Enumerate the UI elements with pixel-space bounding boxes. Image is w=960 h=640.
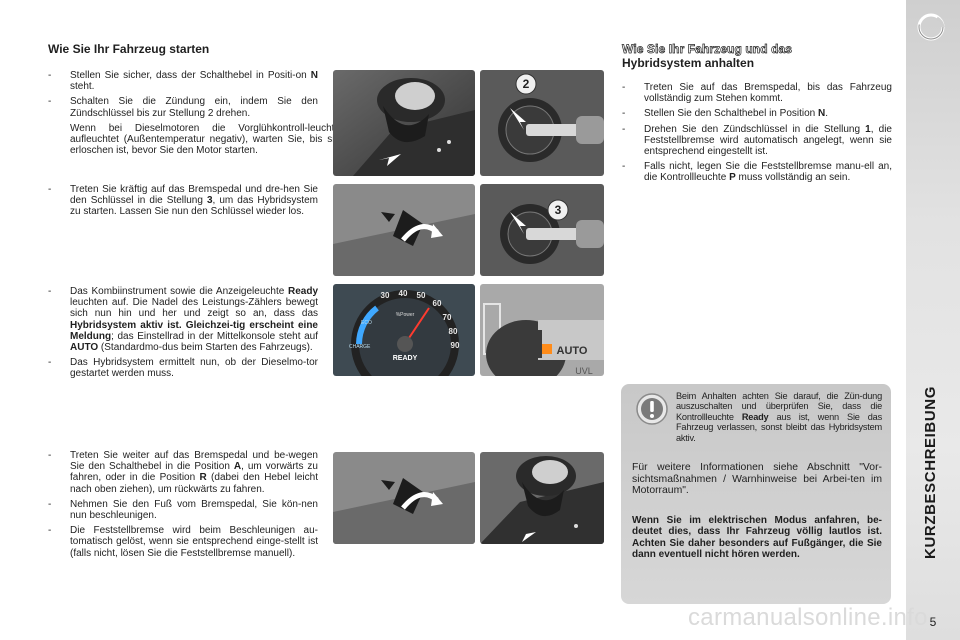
gauge-tick-80: 80 xyxy=(449,327,458,336)
diesel-note: Wenn bei Dieselmotoren die Vorglühkontro… xyxy=(70,123,340,157)
list-item: Treten Sie auf das Bremspedal, bis das F… xyxy=(622,82,892,104)
key-position-2-label: 2 xyxy=(523,77,530,91)
list-item: Treten Sie kräftig auf das Bremspedal un… xyxy=(48,184,318,218)
selector-sub-label: UVL xyxy=(575,366,593,376)
stop-steps: Treten Sie auf das Bremspedal, bis das F… xyxy=(622,82,892,188)
gauge-tick-60: 60 xyxy=(433,299,442,308)
start-steps-3: Das Kombiinstrument sowie die Anzeigeleu… xyxy=(48,286,318,384)
list-item: Stellen Sie den Schalthebel in Position … xyxy=(622,108,892,119)
section-title-stop-line2: Hybridsystem anhalten xyxy=(622,56,755,70)
mode-selector-photo: AUTO UVL xyxy=(480,284,604,376)
brake-pedal-photo-2 xyxy=(333,452,475,544)
gauge-tick-70: 70 xyxy=(443,313,452,322)
list-item: Die Feststellbremse wird beim Beschleuni… xyxy=(48,525,318,559)
gear-lever-photo-1 xyxy=(333,70,475,176)
list-item: Drehen Sie den Zündschlüssel in die Stel… xyxy=(622,124,892,158)
notice-electric-warning: Wenn Sie im elektrischen Modus anfahren,… xyxy=(632,515,882,561)
start-steps-1: Stellen Sie sicher, dass der Schalthebel… xyxy=(48,70,318,123)
start-steps-2: Treten Sie kräftig auf das Bremspedal un… xyxy=(48,184,318,222)
list-item: Falls nicht, legen Sie die Feststellbrem… xyxy=(622,161,892,183)
warning-icon xyxy=(636,393,668,425)
start-steps-4: Treten Sie weiter auf das Bremspedal und… xyxy=(48,450,318,563)
auto-mode-label: AUTO xyxy=(557,345,588,357)
warning-notice-box xyxy=(621,384,891,604)
list-item: Nehmen Sie den Fuß vom Bremspedal, Sie k… xyxy=(48,499,318,521)
gauge-power-label: %Power xyxy=(396,312,415,318)
chapter-logo-icon xyxy=(917,13,945,41)
watermark: carmanualsonline.info xyxy=(688,604,928,631)
gear-lever-photo-2 xyxy=(480,452,604,544)
ignition-key-photo-3: 3 xyxy=(480,184,604,276)
notice-info: Für weitere Informationen siehe Abschnit… xyxy=(632,462,882,497)
gauge-charge-label: CHARGE xyxy=(349,344,371,350)
list-item: Das Kombiinstrument sowie die Anzeigeleu… xyxy=(48,286,318,353)
ready-indicator: READY xyxy=(393,355,418,362)
sidebar xyxy=(906,0,960,640)
page-number: 5 xyxy=(929,615,937,629)
section-title-stop-line1: Wie Sie Ihr Fahrzeug und das xyxy=(622,42,793,57)
section-title-start: Wie Sie Ihr Fahrzeug starten xyxy=(48,42,210,56)
gauge-tick-40: 40 xyxy=(399,289,408,298)
chapter-title: KURZBESCHREIBUNG xyxy=(922,386,939,559)
brake-pedal-photo-1 xyxy=(333,184,475,276)
list-item: Stellen Sie sicher, dass der Schalthebel… xyxy=(48,70,318,92)
gauge-tick-90: 90 xyxy=(451,341,460,350)
key-position-3-label: 3 xyxy=(555,203,562,217)
section-title-stop: Wie Sie Ihr Fahrzeug und das Hybridsyste… xyxy=(622,42,793,70)
notice-text: Beim Anhalten achten Sie darauf, die Zün… xyxy=(676,391,882,443)
list-item: Treten Sie weiter auf das Bremspedal und… xyxy=(48,450,318,495)
list-item: Schalten Sie die Zündung ein, indem Sie … xyxy=(48,96,318,118)
list-item: Das Hybridsystem ermittelt nun, ob der D… xyxy=(48,357,318,379)
ignition-key-photo-2: 2 xyxy=(480,70,604,176)
instrument-cluster-photo: 30 40 50 60 70 80 90 ECO CHARGE %Power R… xyxy=(333,284,475,376)
gauge-tick-30: 30 xyxy=(381,291,390,300)
gauge-eco-label: ECO xyxy=(361,320,372,326)
gauge-tick-50: 50 xyxy=(417,291,426,300)
